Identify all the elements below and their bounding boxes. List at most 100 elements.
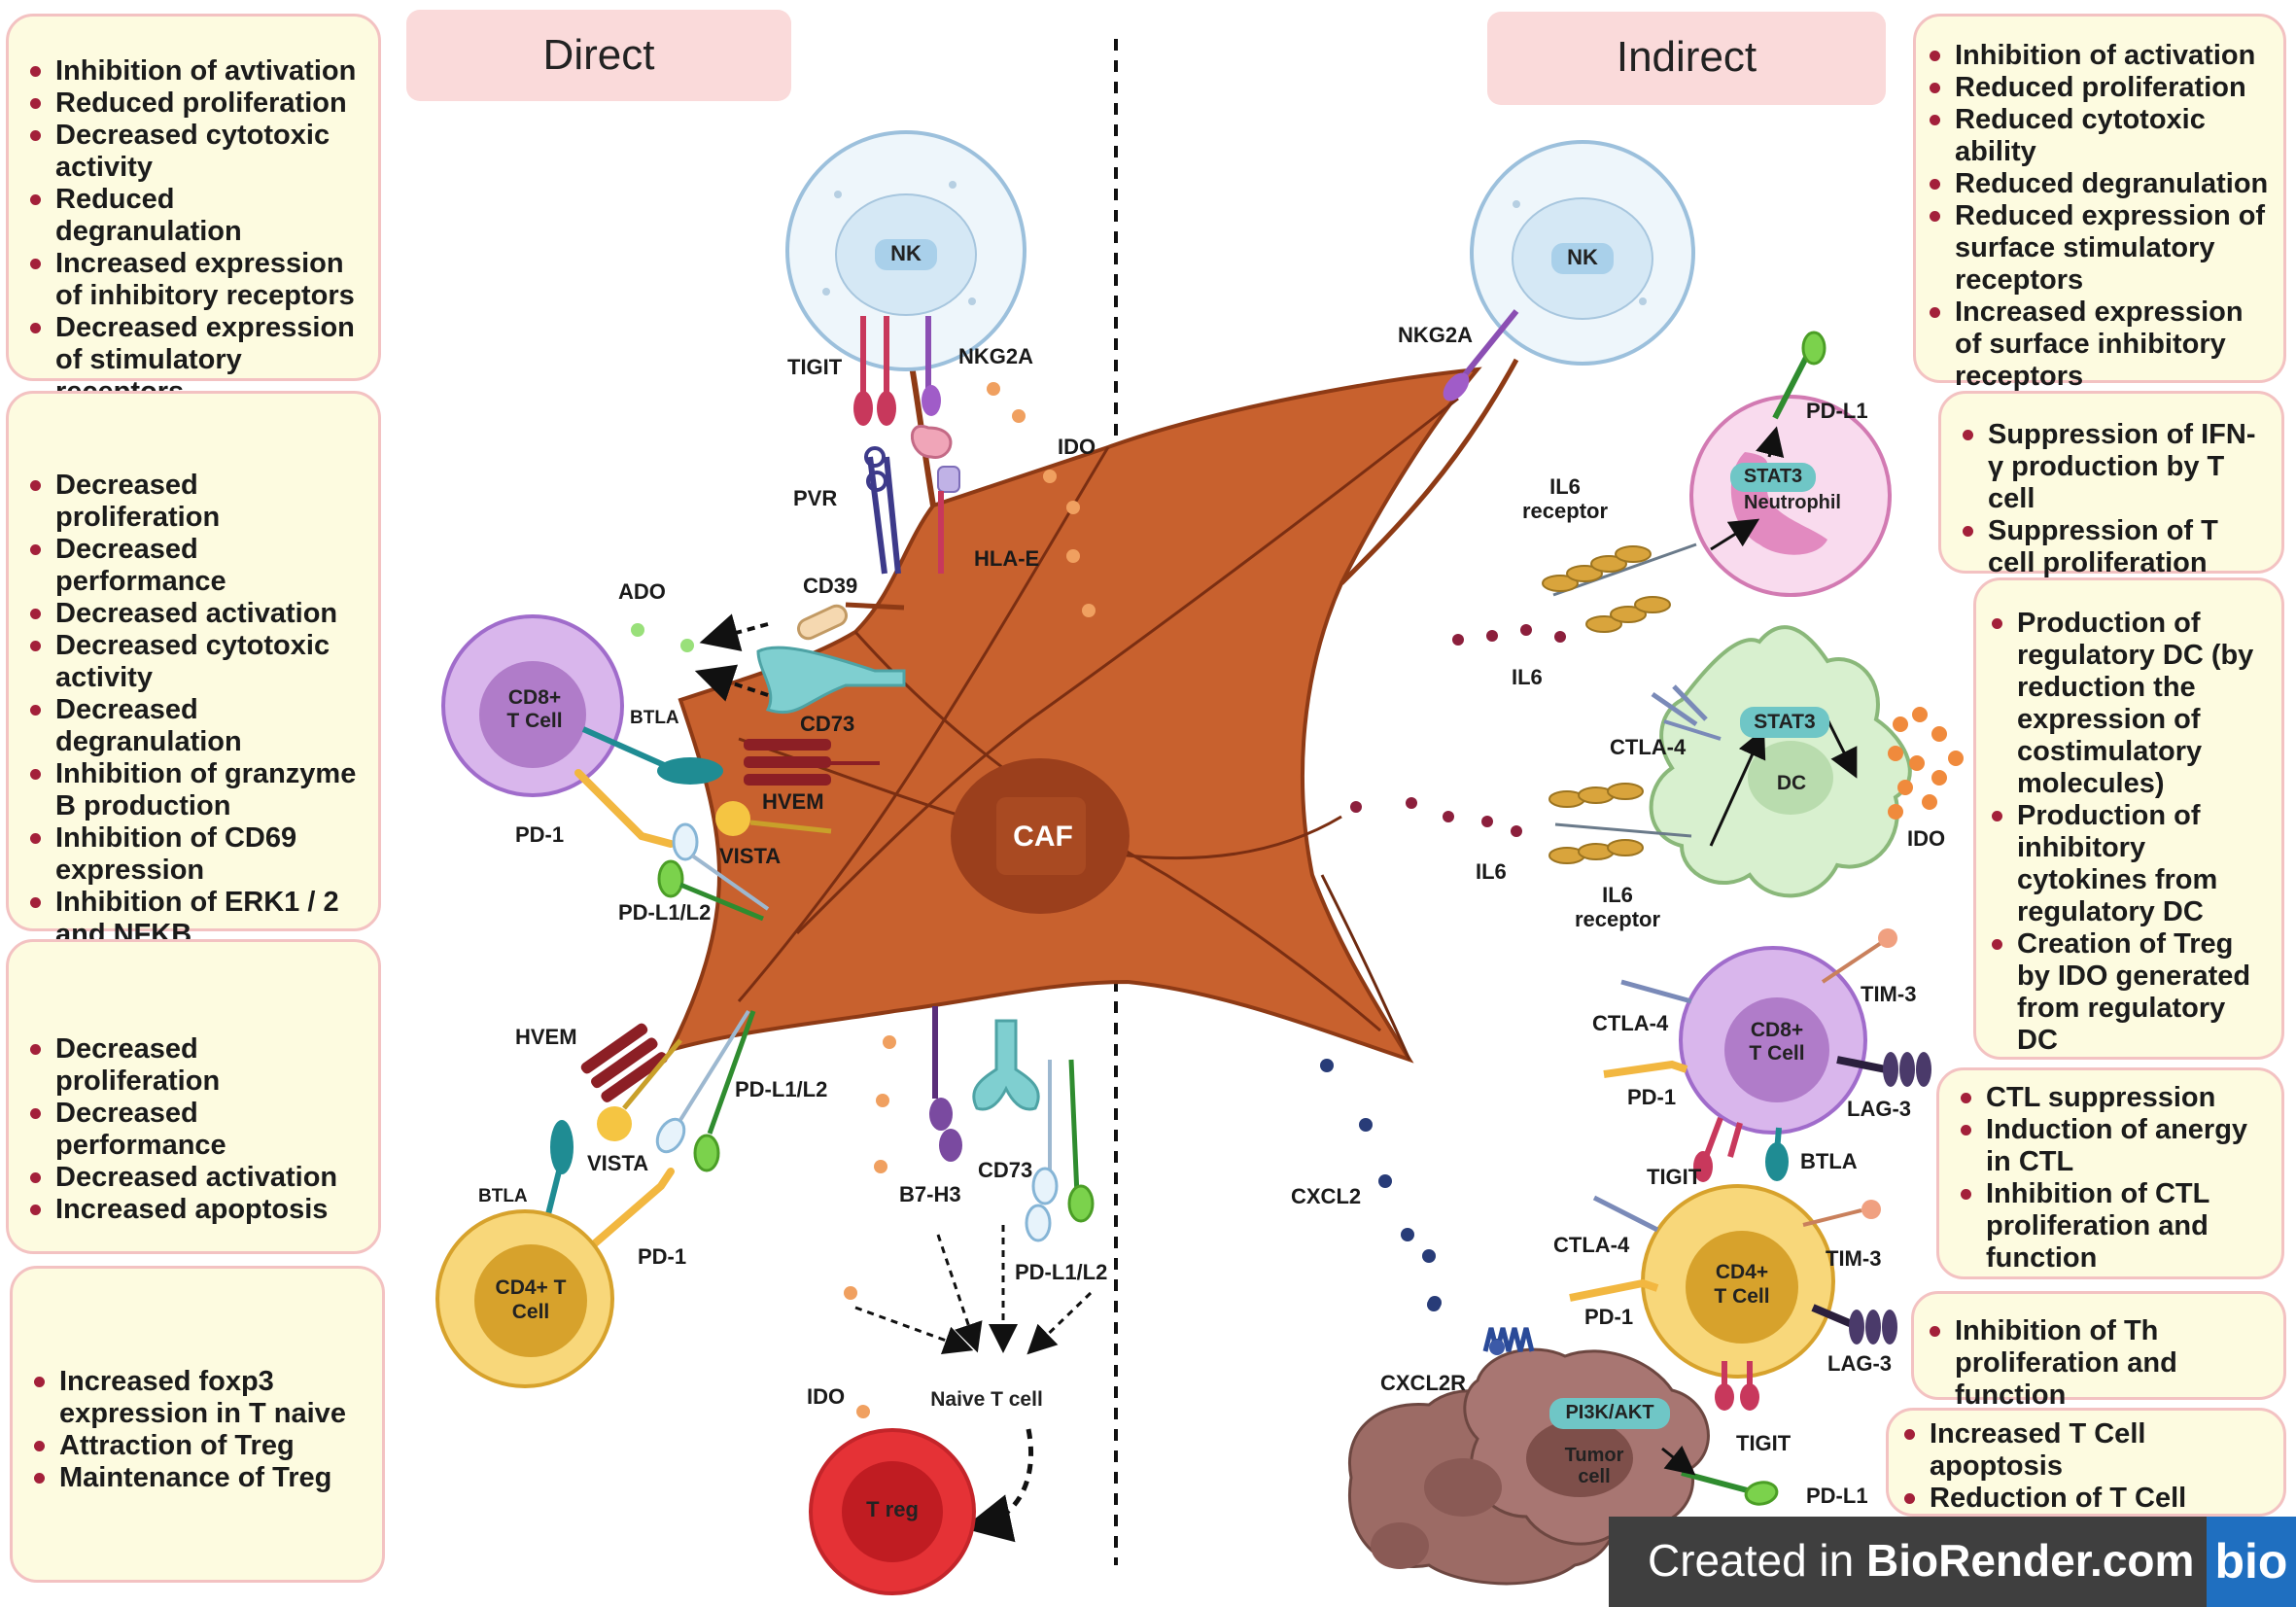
label-hvem-bottom: HVEM bbox=[515, 1025, 577, 1049]
label-ctla4-cd4: CTLA-4 bbox=[1553, 1233, 1630, 1257]
vista-ligand-top bbox=[715, 801, 832, 836]
bullet-item: Creation of Treg by IDO generated from r… bbox=[1992, 928, 2268, 1057]
cd8-left-label: CD8+ T Cell bbox=[506, 686, 563, 732]
tumor-cells bbox=[1348, 1347, 1710, 1586]
il6-receptor-top bbox=[1542, 542, 1697, 633]
ido-dots-right bbox=[1888, 707, 1964, 820]
bullet-item: Reduced expression of surface stimulator… bbox=[1930, 200, 2270, 297]
right-box-cd4-effects: Inhibition of Th proliferation and funct… bbox=[1911, 1291, 2286, 1411]
dc-cell bbox=[1649, 625, 1912, 898]
pd1-receptor-bottom bbox=[584, 1168, 675, 1253]
bullet-item: Inhibition of CTL proliferation and func… bbox=[1961, 1178, 2268, 1275]
hvem-ligand-bottom bbox=[580, 1023, 668, 1102]
pdl1l2-ligand-top bbox=[657, 822, 770, 922]
label-lag3-cd4: LAG-3 bbox=[1827, 1351, 1892, 1376]
watermark-brand: BioRender.com bbox=[1866, 1535, 2195, 1586]
cd8-right-receptors bbox=[1603, 928, 1931, 1182]
label-cd39: CD39 bbox=[803, 574, 858, 598]
tumor-label: Tumor cell bbox=[1564, 1445, 1624, 1487]
ctla4-receptor-dc bbox=[1651, 684, 1722, 741]
right-box-dc-effects: Production of regulatory DC (by reductio… bbox=[1973, 577, 2284, 1060]
right-box-neutrophil-effects: Suppression of IFN-γ production by T cel… bbox=[1938, 391, 2284, 578]
label-vista-bottom: VISTA bbox=[587, 1151, 649, 1175]
bullet-item: Increased apoptosis bbox=[30, 1194, 365, 1226]
treg-cell bbox=[809, 1428, 976, 1595]
cd4-left-cell bbox=[435, 1209, 614, 1388]
right-box-3-list: Production of regulatory DC (by reductio… bbox=[1992, 608, 2268, 1057]
label-btla-bottom: BTLA bbox=[478, 1186, 528, 1206]
label-il6-top: IL6 bbox=[1512, 665, 1543, 689]
tigit-receptor-left bbox=[853, 316, 896, 426]
bullet-item: Reduced degranulation bbox=[30, 184, 365, 248]
label-cxcl2r: CXCL2R bbox=[1380, 1371, 1467, 1395]
watermark-text: Created in BioRender.com bbox=[1648, 1534, 2194, 1587]
pdl1l2-ligand-bottom bbox=[1025, 1059, 1095, 1242]
label-il6-receptor-bottom: IL6 receptor bbox=[1575, 883, 1661, 931]
pi3k-badge bbox=[1549, 1398, 1670, 1429]
label-pdl1l2-mid: PD-L1/L2 bbox=[735, 1077, 828, 1101]
label-pvr: PVR bbox=[793, 486, 838, 510]
neutrophil-label: Neutrophil bbox=[1744, 492, 1841, 513]
bullet-item: Increased expression of surface inhibito… bbox=[1930, 297, 2270, 393]
nk-left-cell bbox=[785, 130, 1026, 371]
pdl1l2-ligand-mid bbox=[655, 1009, 756, 1172]
cd4-right-label: CD4+ T Cell bbox=[1714, 1261, 1770, 1308]
label-hvem-top: HVEM bbox=[762, 789, 824, 814]
bullet-item: CTL suppression bbox=[1961, 1082, 2268, 1114]
label-cxcl2: CXCL2 bbox=[1291, 1184, 1362, 1208]
nk-right-cell bbox=[1470, 140, 1695, 366]
label-tigit-cd8: TIGIT bbox=[1647, 1165, 1702, 1189]
label-ado: ADO bbox=[618, 579, 666, 604]
pi3k-label: PI3K/AKT bbox=[1565, 1402, 1654, 1423]
nkg2a-receptor-right bbox=[1443, 309, 1519, 402]
bullet-item: Decreased cytotoxic activity bbox=[30, 630, 365, 694]
cd73-enzyme-top bbox=[756, 646, 906, 715]
biorender-logo: bio bbox=[2207, 1517, 2296, 1607]
bullet-item: Maintenance of Treg bbox=[34, 1462, 368, 1494]
bullet-item: Inhibition of avtivation bbox=[30, 55, 365, 87]
b7h3-ligand bbox=[929, 1006, 962, 1162]
bullet-item: Decreased proliferation bbox=[30, 1033, 365, 1098]
label-hla-e: HLA-E bbox=[974, 546, 1040, 571]
label-vista-top: VISTA bbox=[719, 844, 782, 868]
label-pd1-bottom: PD-1 bbox=[638, 1244, 687, 1269]
nk-left-label: NK bbox=[890, 241, 922, 265]
label-pdl1l2-bottom: PD-L1/L2 bbox=[1015, 1260, 1108, 1284]
cd4-right-cell bbox=[1641, 1184, 1835, 1379]
bullet-item: Decreased activation bbox=[30, 1162, 365, 1194]
neutrophil-arrows bbox=[1710, 426, 1785, 551]
bullet-item: Increased T Cell apoptosis bbox=[1904, 1418, 2270, 1483]
label-ido-top: IDO bbox=[1058, 435, 1096, 459]
ido-dots-top bbox=[987, 382, 1096, 617]
caf-label: CAF bbox=[1013, 821, 1073, 853]
label-tigit-cd4: TIGIT bbox=[1736, 1431, 1792, 1455]
ado-arrows bbox=[694, 613, 769, 702]
bullet-item: Inhibition of Th proliferation and funct… bbox=[1930, 1315, 2270, 1412]
label-pdl1l2-top: PD-L1/L2 bbox=[618, 900, 712, 925]
label-ctla4-dc: CTLA-4 bbox=[1610, 735, 1687, 759]
label-btla-cd8: BTLA bbox=[1800, 1149, 1858, 1173]
cd39-enzyme bbox=[796, 602, 905, 641]
header-indirect: Indirect bbox=[1487, 12, 1886, 105]
label-ido-bottom: IDO bbox=[807, 1384, 846, 1409]
stat3-badge-dc bbox=[1740, 707, 1829, 738]
bullet-item: Decreased performance bbox=[30, 534, 365, 598]
cd4-left-label: CD4+ T Cell bbox=[495, 1276, 567, 1323]
bullet-item: Induction of anergy in CTL bbox=[1961, 1114, 2268, 1178]
label-b7h3: B7-H3 bbox=[899, 1182, 961, 1206]
il6-dots-top bbox=[1452, 624, 1566, 646]
bullet-item: Suppression of T cell proliferation bbox=[1963, 515, 2268, 579]
cd4-right-receptors bbox=[1569, 1195, 1897, 1411]
bullet-item: Reduced cytotoxic ability bbox=[1930, 104, 2270, 168]
bullet-item: Production of regulatory DC (by reductio… bbox=[1992, 608, 2268, 800]
bullet-item: Decreased degranulation bbox=[30, 694, 365, 758]
vista-ligand-bottom bbox=[597, 1038, 682, 1141]
